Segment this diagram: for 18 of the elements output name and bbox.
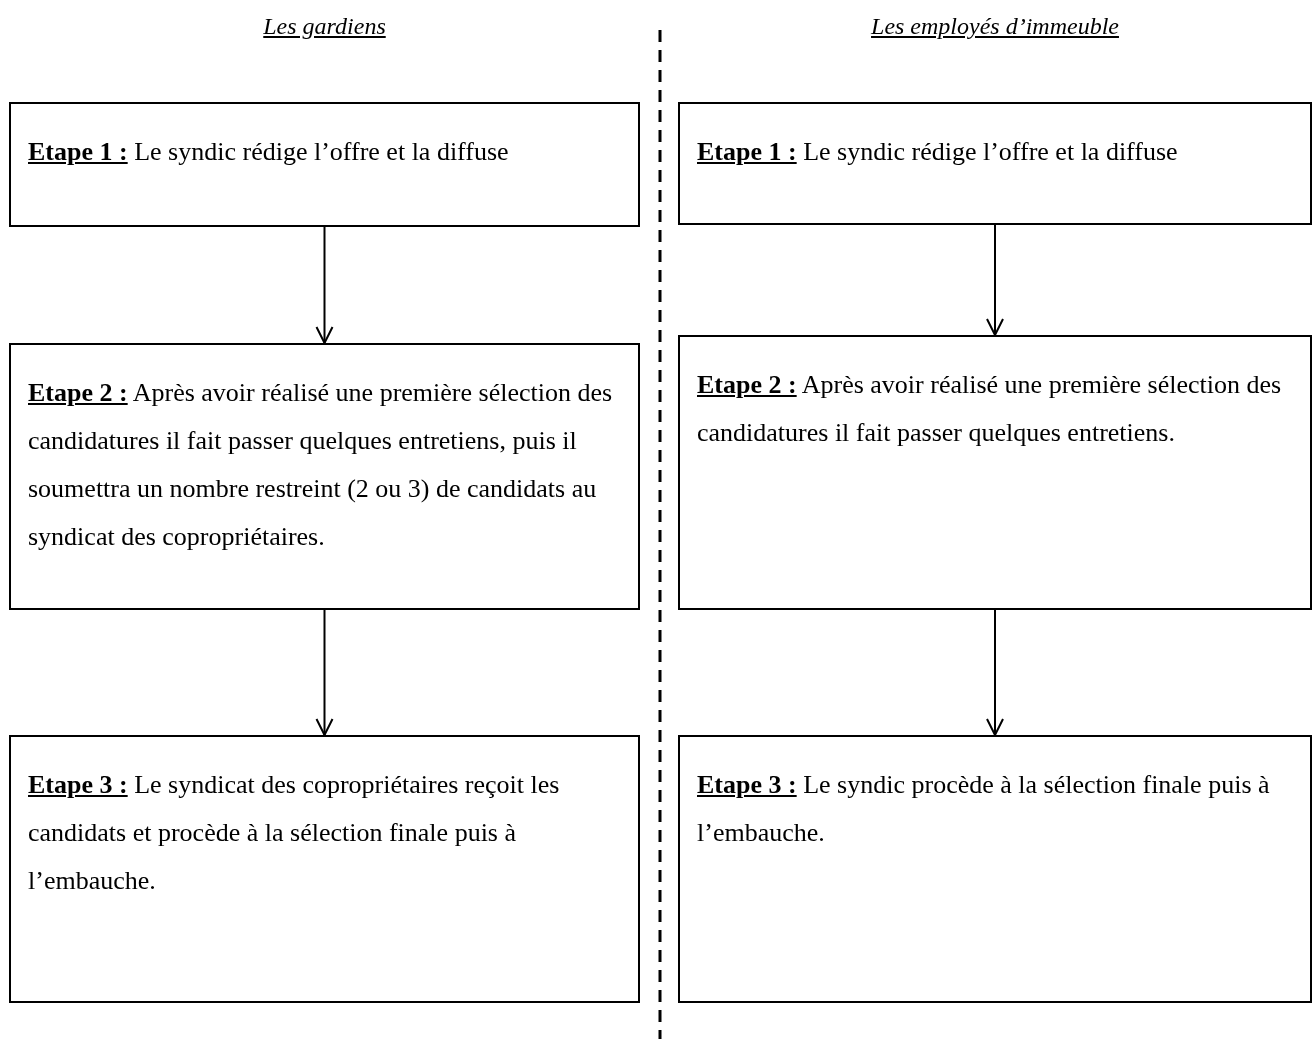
step-text: Etape 2 : Après avoir réalisé une première sélection des candidatures il fait passer quelques entretiens. <box>697 369 1283 449</box>
step-text: Etape 2 : Après avoir réalisé une première sélection des candidatures il fait passer quelques entretiens, puis il soumettra un nombre restreint (2 ou 3) de candidats au syndicat des copropriétaires. <box>28 377 614 553</box>
column-heading: Les employés d’immeuble <box>871 12 1119 41</box>
process-box <box>9 735 640 1003</box>
process-box <box>9 102 640 227</box>
process-box <box>678 735 1312 1003</box>
step-text: Etape 3 : Le syndic procède à la sélection finale puis à l’embauche. <box>697 769 1271 849</box>
arrow <box>315 609 334 736</box>
process-box <box>9 343 640 610</box>
arrow <box>986 224 1004 336</box>
column-heading: Les gardiens <box>263 12 386 41</box>
step-text: Etape 3 : Le syndicat des copropriétaires reçoit les candidats et procède à la sélection finale puis à l’embauche. <box>28 769 561 897</box>
process-box <box>678 335 1312 610</box>
process-box <box>678 102 1312 225</box>
step-text: Etape 1 : Le syndic rédige l’offre et la diffuse <box>28 136 510 168</box>
arrow <box>986 609 1004 736</box>
step-text: Etape 1 : Le syndic rédige l’offre et la diffuse <box>697 136 1179 168</box>
arrow <box>315 226 334 344</box>
